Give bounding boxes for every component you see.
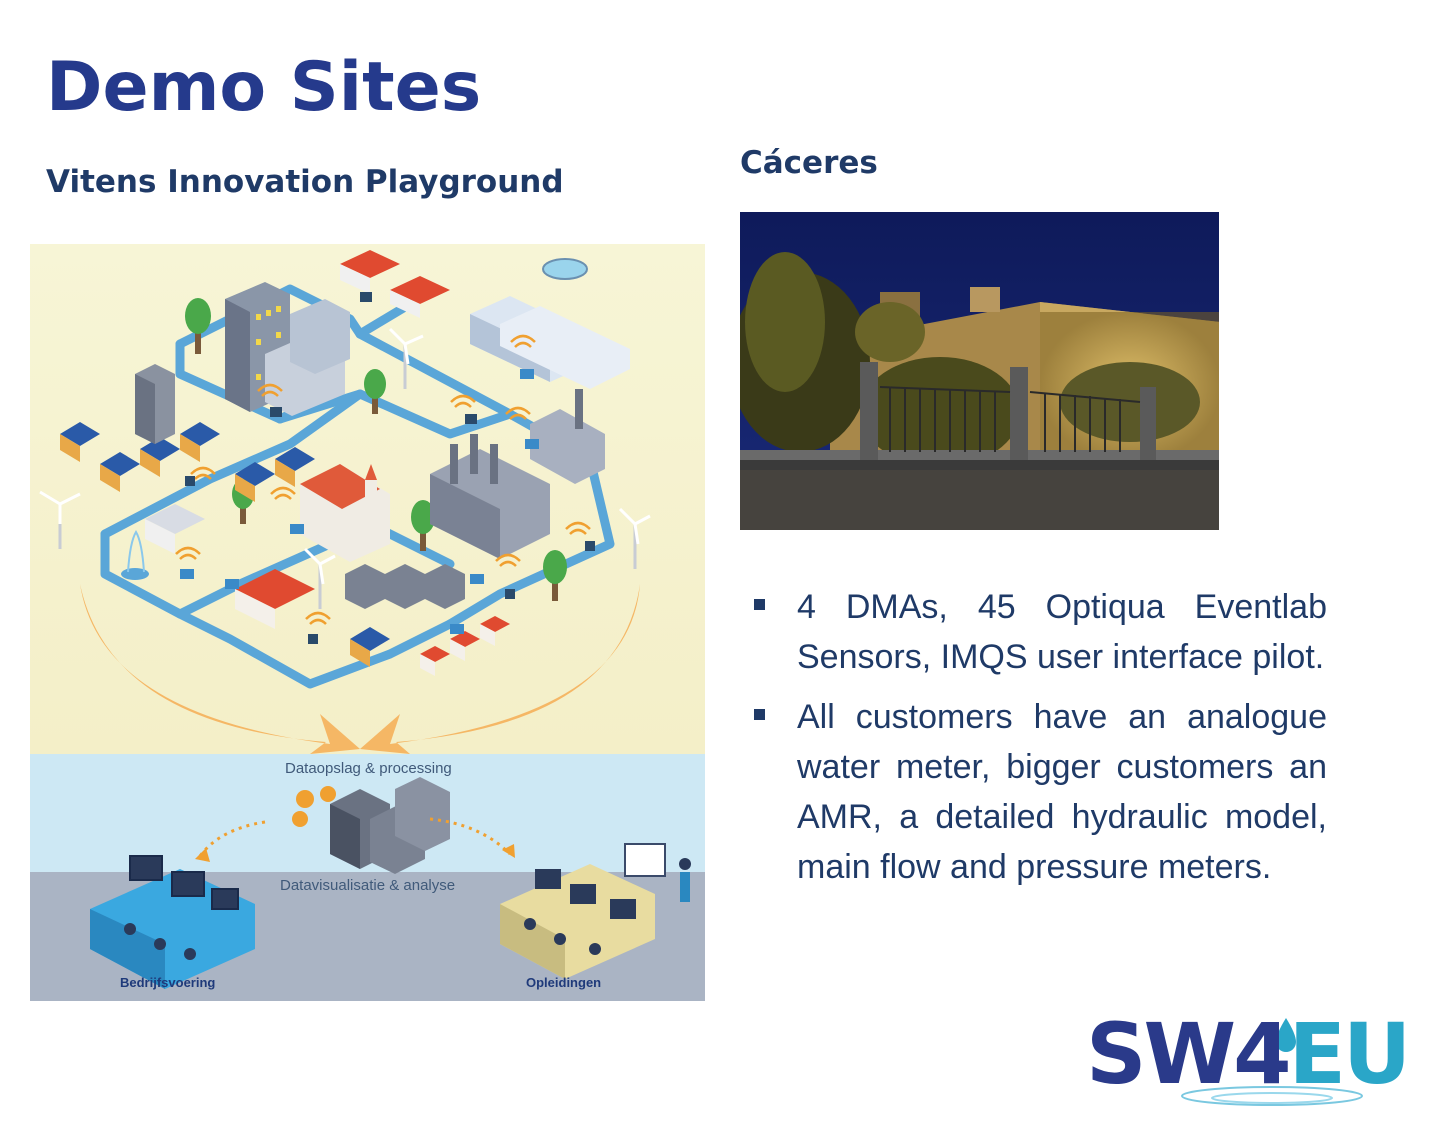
logo-sw4: SW4	[1086, 1005, 1292, 1103]
square-bullet-icon	[754, 599, 765, 610]
caceres-subtitle: Cáceres	[740, 145, 878, 181]
bullet-item-1: 4 DMAs, 45 Optiqua Eventlab Sensors, IMQ…	[750, 582, 1327, 682]
left-room-label: Bedrijfsvoering	[120, 975, 216, 990]
smart-water-infographic: Dataopslag & processing Datavisualisatie…	[30, 244, 705, 1001]
logo-text: SW4EU	[1086, 1005, 1412, 1103]
logo-eu: EU	[1288, 1005, 1412, 1103]
square-bullet-icon	[754, 709, 765, 720]
bullet-text-1: 4 DMAs, 45 Optiqua Eventlab Sensors, IMQ…	[797, 588, 1327, 676]
data-visualisation-label: Datavisualisatie & analyse	[280, 877, 456, 894]
vitens-subtitle: Vitens Innovation Playground	[46, 164, 564, 200]
slide-title: Demo Sites	[46, 48, 482, 127]
sw4eu-logo: SW4EU	[1082, 1006, 1442, 1116]
caceres-night-scene	[740, 212, 1219, 530]
bullet-list: 4 DMAs, 45 Optiqua Eventlab Sensors, IMQ…	[750, 582, 1327, 902]
logo-ripple-icon	[1181, 1018, 1363, 1106]
infographic-illustration	[30, 244, 705, 1001]
bullet-text-2: All customers have an analogue water met…	[797, 698, 1327, 886]
data-processing-label: Dataopslag & processing	[285, 760, 452, 777]
bullet-item-2: All customers have an analogue water met…	[750, 692, 1327, 892]
caceres-photo	[740, 212, 1219, 530]
right-room-label: Opleidingen	[526, 975, 602, 990]
